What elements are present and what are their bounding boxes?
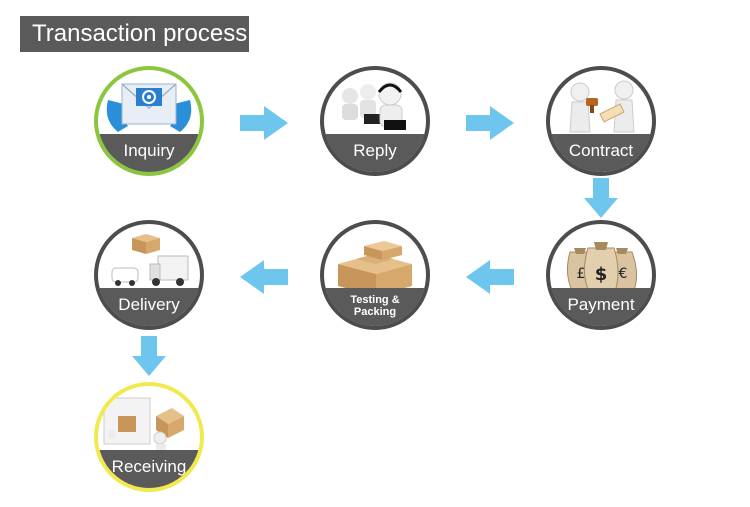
step-label: Delivery (98, 288, 200, 326)
step-label: Contract (550, 134, 652, 172)
step-delivery: Delivery (94, 220, 204, 330)
arrow-left-icon (240, 260, 288, 294)
step-label: Reply (324, 134, 426, 172)
handshake-stamp-icon (569, 80, 635, 133)
person-carrying-box-icon (103, 397, 184, 452)
email-phone-icon (106, 83, 192, 132)
step-reply: Reply (320, 66, 430, 176)
step-label: Testing & Packing (324, 288, 426, 326)
svg-text:£: £ (577, 266, 586, 282)
svg-text:$: $ (595, 264, 608, 285)
step-contract: Contract (546, 66, 656, 176)
svg-text:€: € (619, 266, 628, 282)
step-inquiry: Inquiry (94, 66, 204, 176)
step-receiving: Receiving (94, 382, 204, 492)
arrow-down-icon (132, 336, 166, 376)
arrow-left-icon (466, 260, 514, 294)
arrow-down-icon (584, 178, 618, 218)
arrow-right-icon (466, 106, 514, 140)
step-testing-packing: Testing & Packing (320, 220, 430, 330)
step-label: Receiving (98, 450, 200, 488)
step-label-line-2: Packing (353, 306, 397, 318)
delivery-trucks-icon (111, 234, 189, 286)
step-label: Inquiry (98, 134, 200, 172)
step-label-line-1: Testing & (350, 294, 400, 306)
step-payment: £ € $ Payment (546, 220, 656, 330)
call-center-icon (342, 82, 406, 130)
step-label: Payment (550, 288, 652, 326)
arrow-right-icon (240, 106, 288, 140)
money-bags-icon: £ € $ (566, 242, 638, 295)
page-title: Transaction process (20, 16, 249, 52)
